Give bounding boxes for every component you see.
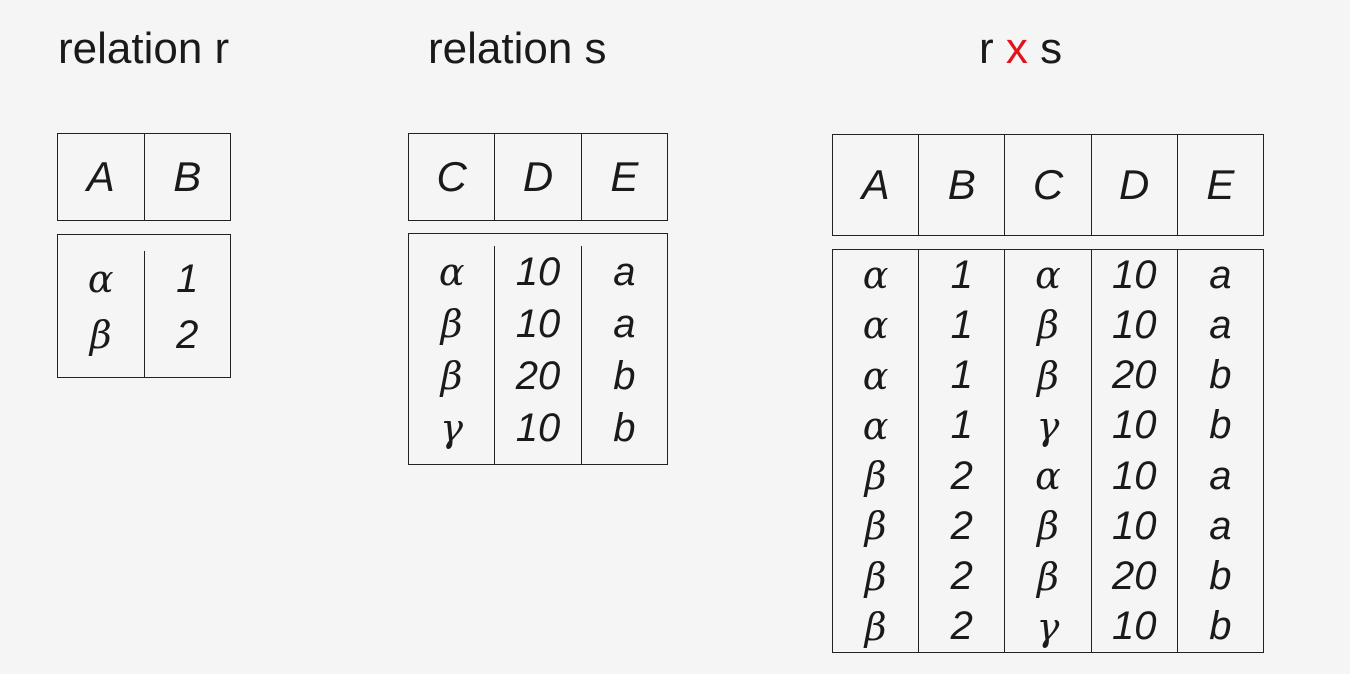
product-title: r x s: [979, 24, 1062, 74]
relation-s-cell: 10: [515, 301, 561, 346]
relation-s-header: C D E: [408, 133, 668, 221]
product-cell: 20: [1111, 554, 1157, 599]
relation-s-cell: a: [613, 301, 636, 346]
product-cell: β: [864, 454, 887, 499]
product-cell: 10: [1111, 403, 1157, 448]
product-cell: 1: [950, 403, 973, 448]
product-cell: 1: [950, 353, 973, 398]
product-cell: 10: [1111, 453, 1157, 498]
relation-r-header-cell: A: [58, 134, 145, 220]
relation-r-header: A B: [57, 133, 231, 221]
relation-s-title-text: relation s: [428, 24, 607, 73]
relation-s-cell: b: [613, 353, 636, 398]
product-title-right: s: [1040, 24, 1063, 73]
product-header: A B C D E: [832, 134, 1264, 236]
relation-s-cell: β: [440, 302, 463, 346]
product-cell: β: [1037, 554, 1059, 599]
relation-r-cell: β: [89, 313, 112, 357]
product-column: 10 10 20 10 10 10 20 10: [1092, 250, 1178, 652]
product-cell: 1: [950, 252, 973, 297]
product-cell: a: [1209, 503, 1232, 548]
product-cell: α: [862, 303, 889, 348]
relation-s-cell: γ: [440, 406, 464, 450]
product-cell: b: [1209, 554, 1232, 599]
relation-r-cell: 2: [176, 312, 199, 357]
product-header-cell: B: [919, 135, 1006, 235]
product-cell: 20: [1111, 353, 1157, 398]
product-cell: a: [1209, 302, 1232, 347]
product-cell: b: [1209, 604, 1232, 649]
product-cell: 2: [950, 503, 973, 548]
product-header-cell: A: [833, 135, 920, 235]
product-cell: a: [1209, 252, 1232, 297]
relation-s-cell: 10: [515, 249, 561, 294]
relation-s-column: 10 10 20 10: [495, 246, 582, 464]
relation-s-title: relation s: [428, 24, 607, 74]
relation-s-cell: b: [613, 405, 636, 450]
product-cell: γ: [1036, 604, 1060, 649]
product-cell: γ: [1036, 403, 1060, 448]
relation-r-cell: α: [87, 257, 114, 301]
relation-s-header-cell: E: [610, 153, 639, 200]
product-title-left: r: [979, 24, 994, 73]
relation-s-header-cell: D: [495, 134, 582, 220]
product-cell: β: [1037, 303, 1059, 348]
product-cell: 2: [950, 453, 973, 498]
relation-s-column: a a b b: [582, 246, 667, 464]
product-cell: α: [862, 353, 889, 398]
product-cell: α: [1035, 253, 1061, 298]
product-cell: 1: [950, 302, 973, 347]
relation-s-column: α β β γ: [409, 246, 496, 464]
product-cell: 10: [1111, 302, 1157, 347]
product-cell: a: [1209, 453, 1232, 498]
product-cell: b: [1209, 403, 1232, 448]
relation-s-cell: a: [613, 249, 636, 294]
relation-r-body: α β 1 2: [57, 234, 231, 378]
relation-r-header-cell: B: [173, 153, 202, 200]
relation-s-cell: 10: [515, 405, 561, 450]
product-column: 1 1 1 1 2 2 2 2: [919, 250, 1006, 652]
cartesian-product-operator: x: [1005, 24, 1028, 73]
product-header-cell: D: [1092, 135, 1178, 235]
product-cell: 10: [1111, 252, 1157, 297]
relation-r-column: 1 2: [145, 251, 231, 377]
product-cell: b: [1209, 353, 1232, 398]
relation-r-cell: 1: [176, 256, 199, 301]
relation-s-cell: 20: [515, 353, 561, 398]
product-cell: β: [1037, 504, 1059, 549]
relation-s-cell: β: [440, 354, 463, 398]
product-cell: 2: [950, 554, 973, 599]
product-cell: β: [1037, 353, 1059, 398]
product-cell: α: [862, 253, 889, 298]
product-cell: β: [864, 554, 887, 599]
product-cell: α: [862, 403, 889, 448]
product-cell: 2: [950, 604, 973, 649]
product-cell: β: [864, 604, 887, 649]
relation-s-body: α β β γ 10 10 20 10 a a b b: [408, 233, 668, 465]
product-cell: β: [864, 504, 887, 549]
relation-r-column: α β: [58, 251, 145, 377]
relation-r-title: relation r: [58, 24, 229, 74]
product-cell: 10: [1111, 604, 1157, 649]
relation-s-cell: α: [438, 250, 465, 294]
product-header-cell: C: [1005, 135, 1092, 235]
product-cell: 10: [1111, 503, 1157, 548]
relation-s-header-cell: C: [409, 134, 496, 220]
product-cell: α: [1035, 454, 1061, 499]
product-header-cell: E: [1206, 161, 1235, 208]
relation-r-title-text: relation r: [58, 24, 230, 73]
